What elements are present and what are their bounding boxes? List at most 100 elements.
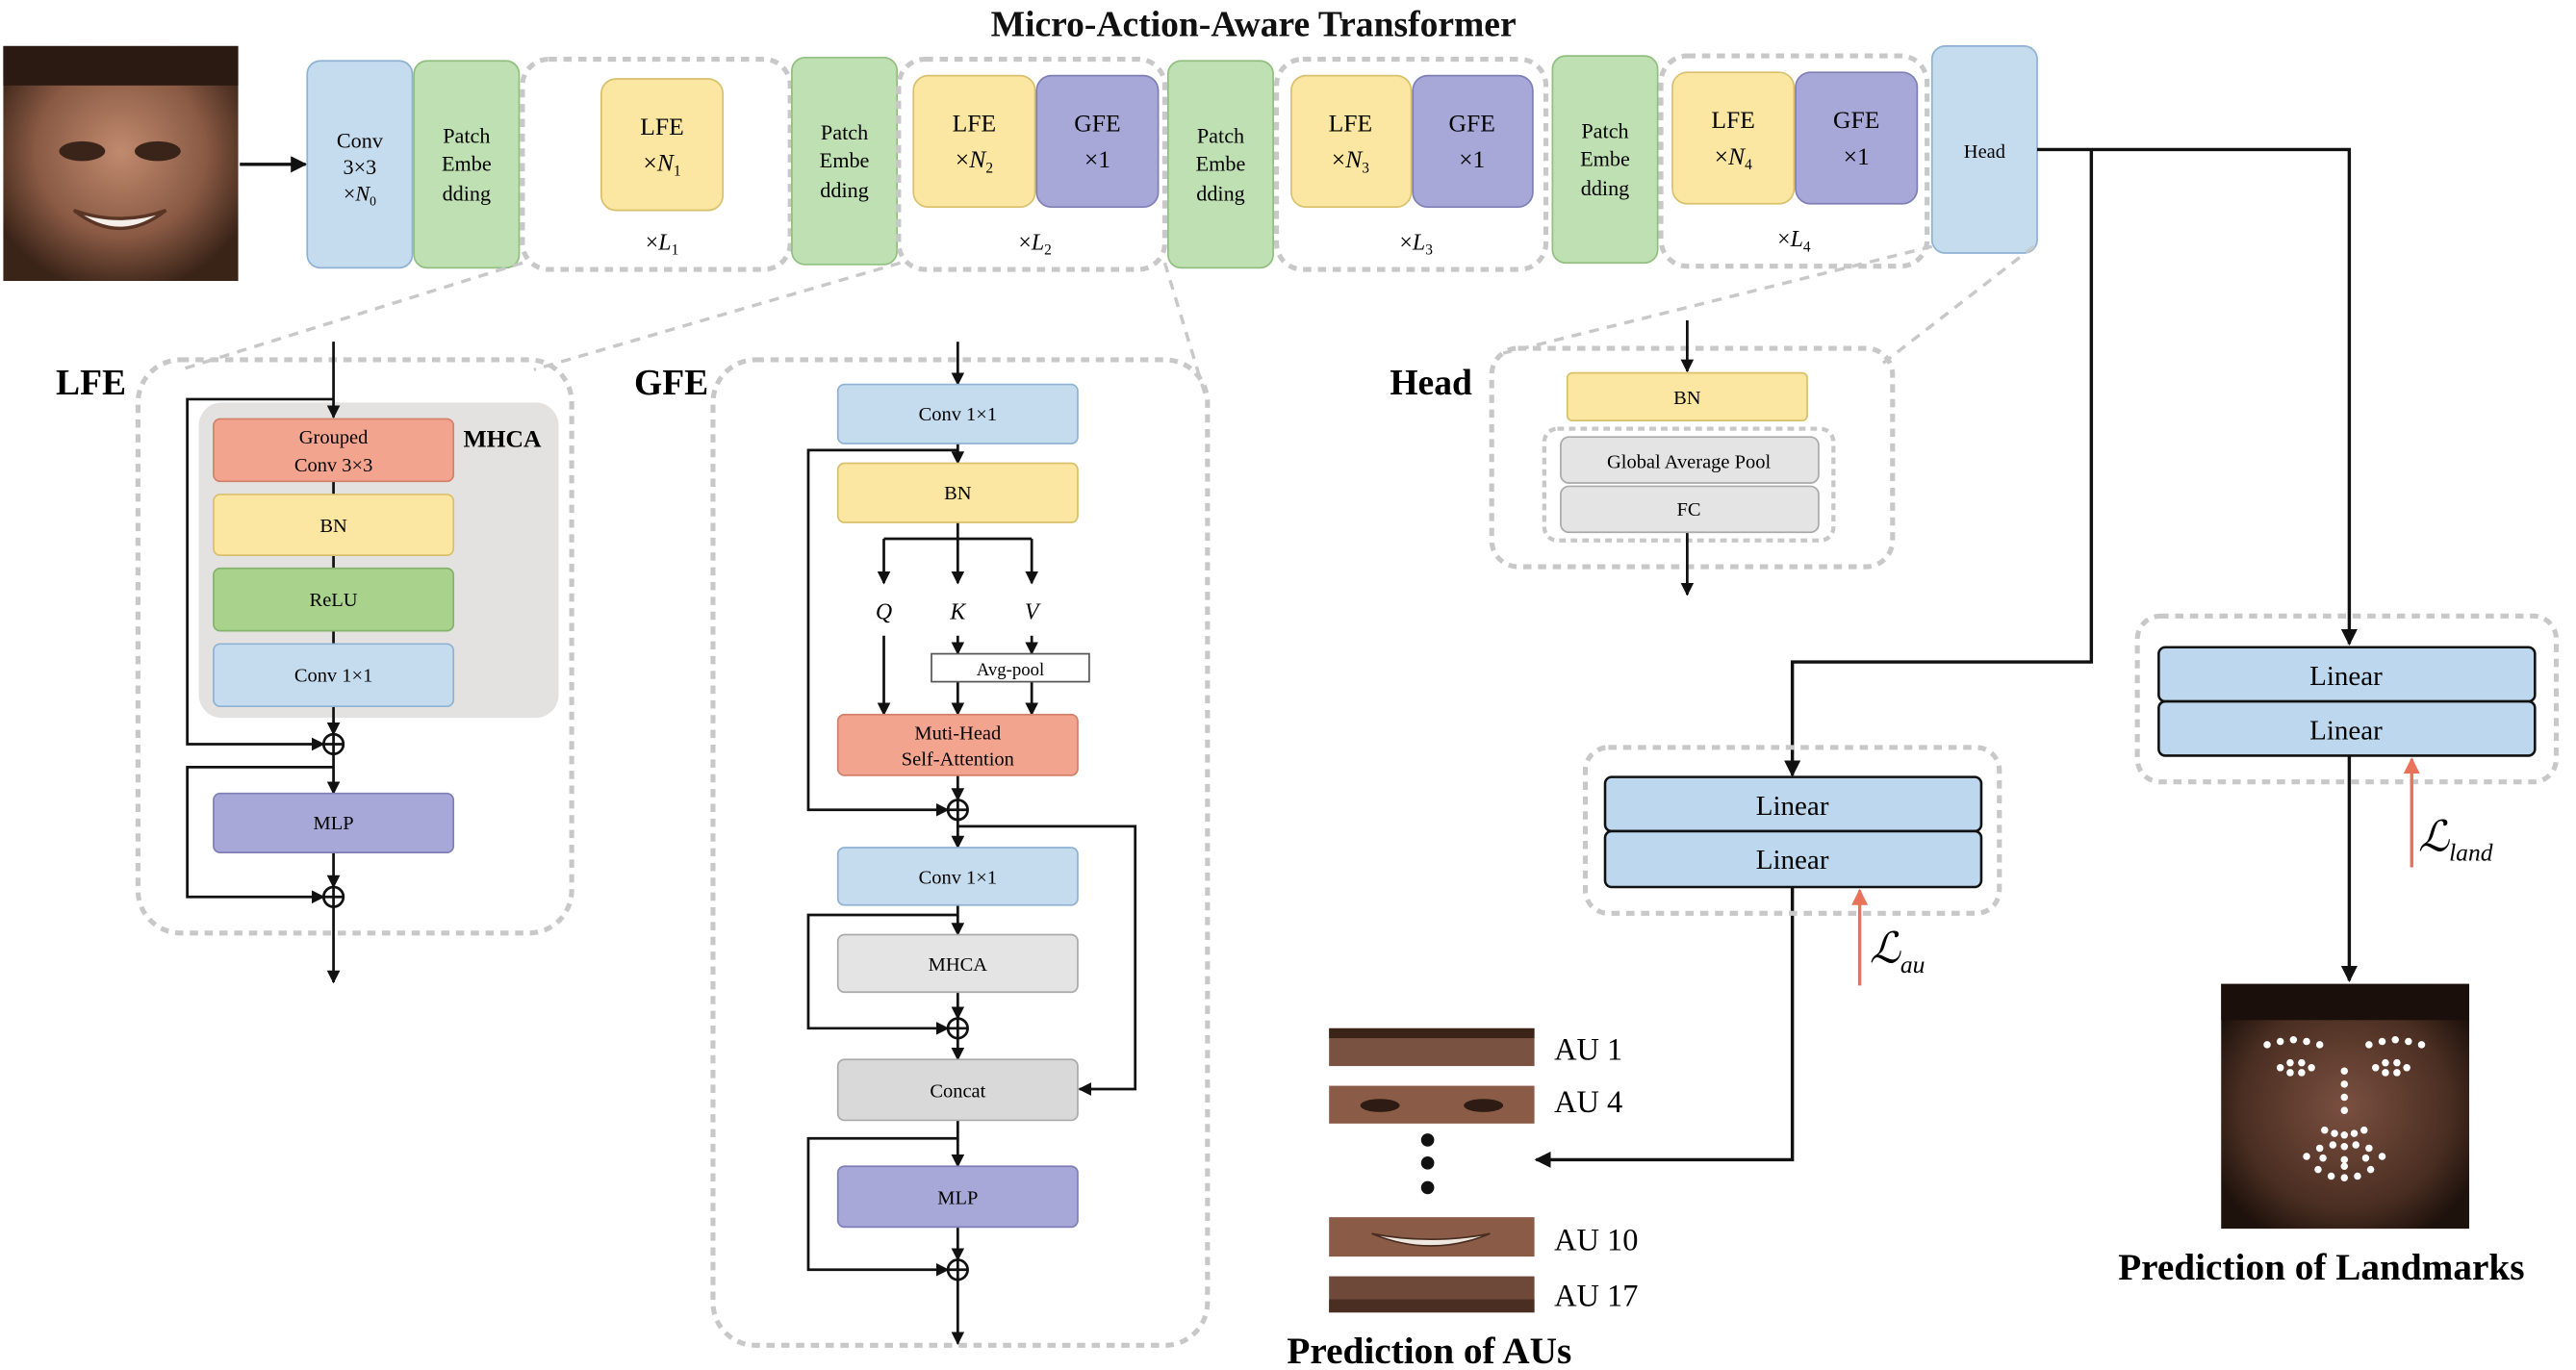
- gfe-conv-1x1: Conv 1×1: [836, 847, 1079, 906]
- svg-text:Linear: Linear: [1756, 791, 1829, 822]
- landmark-dot: [2360, 1126, 2368, 1134]
- svg-text:dding: dding: [443, 181, 492, 205]
- au-linear-group: [1582, 745, 2002, 916]
- svg-text:dding: dding: [820, 178, 869, 202]
- svg-text:Patch: Patch: [821, 120, 868, 144]
- landmark-dot: [2403, 1064, 2410, 1072]
- head-panel-label: Head: [1390, 364, 1472, 403]
- gfe-avg-pool: Avg-pool: [931, 652, 1090, 683]
- au-prediction-caption: Prediction of AUs: [1287, 1331, 1571, 1370]
- land-linear-1: Linear: [2157, 646, 2537, 703]
- gfe-panel-label: GFE: [634, 364, 708, 403]
- conv-stem-block: Conv 3×3 ×N0: [306, 60, 414, 269]
- landmark-dot: [2378, 1153, 2386, 1160]
- stage-3-repeat: ×L3: [1399, 231, 1433, 259]
- patch-embedding-block-3: Patch Embe dding: [1167, 60, 1274, 269]
- landmark-dot: [2382, 1058, 2389, 1067]
- svg-text:Patch: Patch: [1197, 124, 1244, 148]
- svg-text:×1: ×1: [1844, 142, 1870, 170]
- svg-text:MHCA: MHCA: [929, 954, 988, 976]
- lfe-block-stage-2: LFE ×N2: [912, 74, 1036, 209]
- landmark-dot: [2366, 1165, 2375, 1174]
- svg-text:LFE: LFE: [1329, 110, 1373, 138]
- au-strip-17: [1329, 1276, 1535, 1313]
- gfe-multi-head-attention: Muti-Head Self-Attention: [836, 713, 1079, 776]
- gfe-block-stage-2: GFE ×1: [1035, 74, 1160, 209]
- svg-text:Conv: Conv: [337, 129, 384, 153]
- svg-text:GFE: GFE: [1449, 110, 1495, 138]
- au-strip-4: [1329, 1085, 1535, 1124]
- zoom-connectors: [180, 244, 2035, 403]
- landmark-dot: [2340, 1131, 2349, 1139]
- ellipsis-dot: [1420, 1133, 1435, 1147]
- gfe-mlp: MLP: [836, 1165, 1079, 1229]
- landmark-dot: [2327, 1172, 2335, 1180]
- au-strip-10: [1329, 1217, 1535, 1257]
- gfe-concat: Concat: [836, 1058, 1079, 1122]
- svg-text:Conv 3×3: Conv 3×3: [294, 455, 373, 476]
- svg-text:BN: BN: [319, 516, 347, 537]
- lfe-grouped-conv: Grouped Conv 3×3: [213, 418, 455, 483]
- landmark-dot: [2340, 1067, 2349, 1075]
- svg-text:Grouped: Grouped: [299, 427, 369, 448]
- svg-text:MLP: MLP: [314, 813, 354, 834]
- land-loss-label: ℒland: [2418, 812, 2493, 866]
- au-label-10: AU 10: [1554, 1223, 1638, 1257]
- au-label-1: AU 1: [1554, 1032, 1622, 1067]
- svg-text:LFE: LFE: [640, 113, 684, 140]
- landmark-dot: [2382, 1069, 2389, 1077]
- head-block: Head: [1930, 45, 2038, 254]
- stage-3-group: [1273, 56, 1549, 272]
- svg-text:GFE: GFE: [1074, 110, 1120, 138]
- lfe-panel: [135, 357, 574, 936]
- stage-2-repeat: ×L2: [1018, 231, 1051, 259]
- landmark-dot: [2365, 1144, 2373, 1153]
- gfe-conv-1x1-top: Conv 1×1: [836, 383, 1079, 444]
- landmark-dot: [2354, 1172, 2361, 1180]
- landmark-dot: [2286, 1069, 2294, 1077]
- patch-embedding-block-4: Patch Embe dding: [1551, 55, 1659, 265]
- svg-text:Patch: Patch: [443, 124, 490, 148]
- landmark-dot: [2314, 1165, 2322, 1174]
- landmark-dot: [2276, 1064, 2284, 1072]
- landmark-dot: [2365, 1041, 2373, 1049]
- head-bn: BN: [1566, 371, 1808, 421]
- head-global-average-pool: Global Average Pool: [1560, 436, 1820, 484]
- lfe-conv-1x1: Conv 1×1: [213, 643, 455, 708]
- lfe-mlp: MLP: [213, 792, 455, 853]
- svg-text:GFE: GFE: [1833, 106, 1879, 134]
- stage-4-repeat: ×L4: [1777, 227, 1811, 255]
- landmark-dot: [2263, 1041, 2271, 1049]
- landmark-dot: [2298, 1069, 2306, 1077]
- lfe-connections: [186, 342, 345, 984]
- svg-text:Conv 1×1: Conv 1×1: [919, 404, 998, 425]
- ellipsis-dot: [1420, 1155, 1435, 1170]
- landmark-dot: [2391, 1036, 2399, 1044]
- landmark-dot: [2319, 1154, 2327, 1162]
- svg-text:Linear: Linear: [2309, 661, 2383, 692]
- landmark-dot: [2289, 1036, 2298, 1044]
- svg-text:Global Average Pool: Global Average Pool: [1607, 452, 1771, 473]
- lfe-block-stage-3: LFE ×N3: [1290, 74, 1413, 209]
- lfe-relu: ReLU: [213, 567, 455, 632]
- landmark-points: [2263, 1036, 2426, 1181]
- landmark-dot: [2331, 1129, 2338, 1137]
- svg-text:Self-Attention: Self-Attention: [902, 749, 1014, 771]
- landmark-dot: [2340, 1093, 2349, 1102]
- landmark-prediction-caption: Prediction of Landmarks: [2118, 1247, 2524, 1288]
- landmark-dot: [2303, 1153, 2310, 1160]
- stage-1-repeat: ×L1: [646, 231, 678, 259]
- svg-text:ReLU: ReLU: [310, 590, 358, 611]
- lfe-bn: BN: [213, 494, 455, 556]
- head-fc: FC: [1560, 485, 1820, 534]
- landmark-dot: [2378, 1037, 2386, 1046]
- au-prediction-list: AU 1 AU 4 AU 10 AU 17: [1329, 1028, 1638, 1313]
- landmark-dot: [2352, 1141, 2359, 1149]
- landmark-face-image: [2221, 983, 2470, 1230]
- svg-text:×N2: ×N2: [956, 145, 993, 176]
- svg-text:Head: Head: [1964, 141, 2005, 163]
- landmark-dot: [2393, 1069, 2401, 1077]
- svg-text:dding: dding: [1581, 176, 1630, 200]
- svg-text:LFE: LFE: [1711, 106, 1755, 134]
